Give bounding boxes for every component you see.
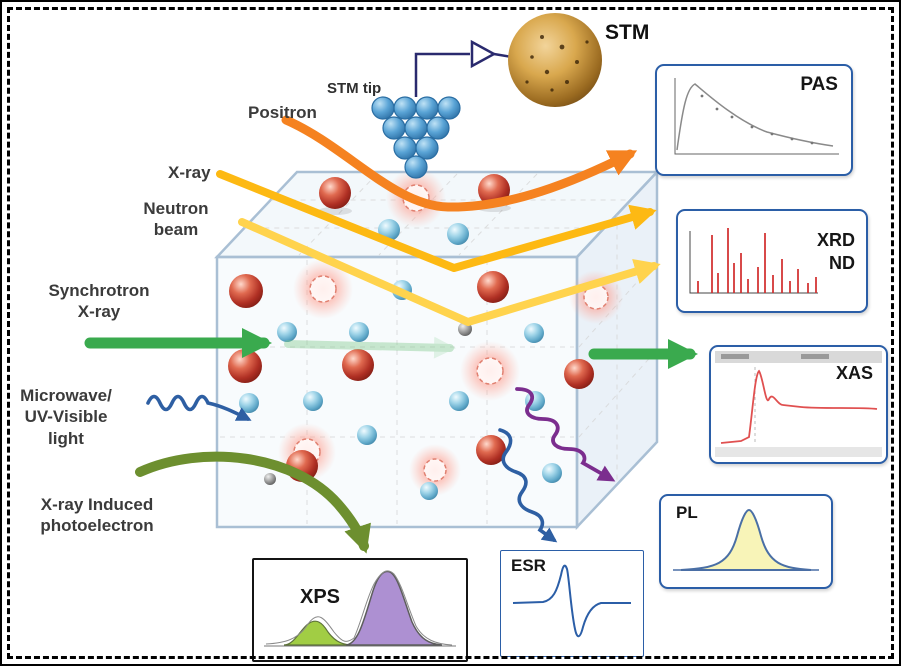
stm-image [508, 13, 602, 107]
xrd-panel: XRD ND [676, 209, 868, 313]
xrd-plot [689, 228, 818, 294]
positron-label: Positron [248, 103, 317, 122]
xas-plot [715, 351, 882, 457]
neutron-beam-arrow [238, 218, 661, 326]
synchrotron-arrow-faded [284, 336, 456, 359]
pas-label: PAS [800, 74, 838, 95]
esr-wave-arrow [498, 428, 558, 543]
xas-panel: XAS [709, 345, 888, 464]
xrd-label: XRD ND [816, 230, 855, 274]
pl-wave-arrow [515, 387, 616, 482]
positron-arrow [281, 115, 638, 212]
stm-tip-icon [371, 96, 461, 179]
esr-panel: ESR [500, 550, 644, 657]
photoelectron-label: X-ray Induced photoelectron [40, 495, 154, 536]
stm-connector [414, 39, 513, 97]
xray-arrow [216, 170, 657, 272]
microwave-label: Microwave/ UV-Visible light [20, 386, 112, 448]
xps-label: XPS [300, 586, 341, 608]
pas-plot [674, 78, 839, 155]
esr-plot [512, 564, 631, 638]
esr-label: ESR [511, 556, 546, 575]
pl-label: PL [676, 503, 698, 522]
amplifier-icon [470, 39, 497, 69]
synchrotron-label: Synchrotron X-ray [48, 281, 150, 322]
stm-label: STM [605, 21, 650, 44]
pas-panel: PAS [655, 64, 853, 176]
neutron-beam-label: Neutron beam [143, 199, 209, 240]
pl-plot [673, 508, 819, 571]
microwave-wave-arrow [146, 394, 252, 421]
stm-tip-label: STM tip [327, 80, 382, 97]
xray-label: X-ray [168, 163, 211, 182]
xps-plot [264, 570, 456, 647]
pl-panel: PL [659, 494, 833, 589]
xps-panel: XPS [252, 558, 468, 662]
xas-label: XAS [835, 363, 873, 383]
photoelectron-arrow [135, 451, 371, 554]
atom-spheres [228, 174, 594, 500]
